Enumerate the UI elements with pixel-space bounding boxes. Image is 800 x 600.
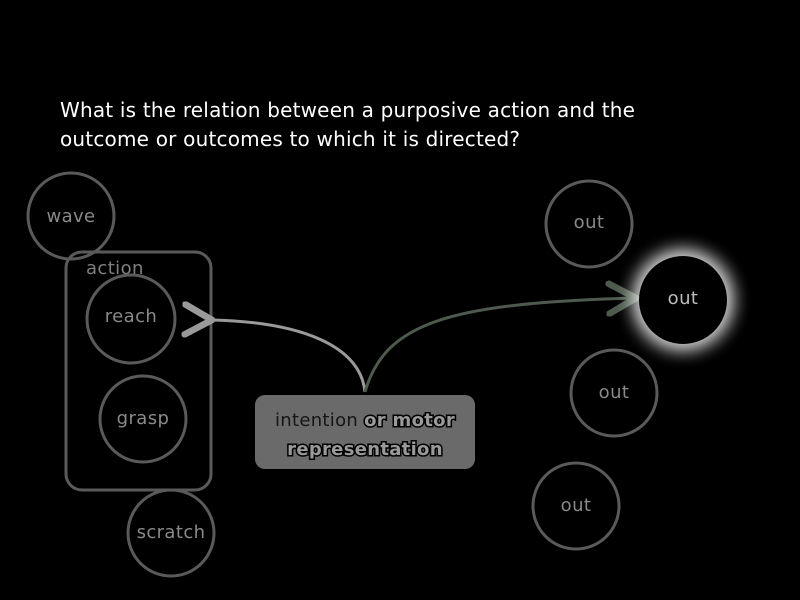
action-node-grasp: grasp [98, 374, 188, 464]
arrow-to-action [212, 320, 367, 393]
action-node-label: scratch [137, 522, 206, 543]
action-node-label: wave [46, 206, 95, 227]
action-node-label: grasp [117, 408, 170, 429]
action-node-reach: reach [85, 273, 177, 365]
question-line-2: outcome or outcomes to which it is direc… [60, 127, 521, 151]
outcome-node-highlighted: out [637, 254, 729, 346]
outcome-node-1: out [544, 179, 634, 269]
action-node-wave: wave [26, 171, 116, 261]
outcome-node-4: out [531, 461, 621, 551]
outcome-label: out [561, 495, 592, 516]
question-line-1: What is the relation between a purposive… [60, 98, 636, 122]
action-node-label: reach [105, 306, 157, 327]
question-text: What is the relation between a purposive… [60, 96, 740, 154]
intention-label-line-2: representation [287, 439, 443, 460]
action-group: action [64, 250, 213, 492]
outcome-label: out [599, 382, 630, 403]
outcome-label: out [668, 288, 699, 309]
intention-label-line-1: intention or motor [275, 410, 455, 431]
outcome-label: out [574, 212, 605, 233]
action-node-scratch: scratch [126, 488, 216, 578]
arrow-to-outcome [363, 298, 636, 393]
outcome-node-3: out [569, 348, 659, 438]
intention-box: intention or motor representation [255, 395, 475, 469]
